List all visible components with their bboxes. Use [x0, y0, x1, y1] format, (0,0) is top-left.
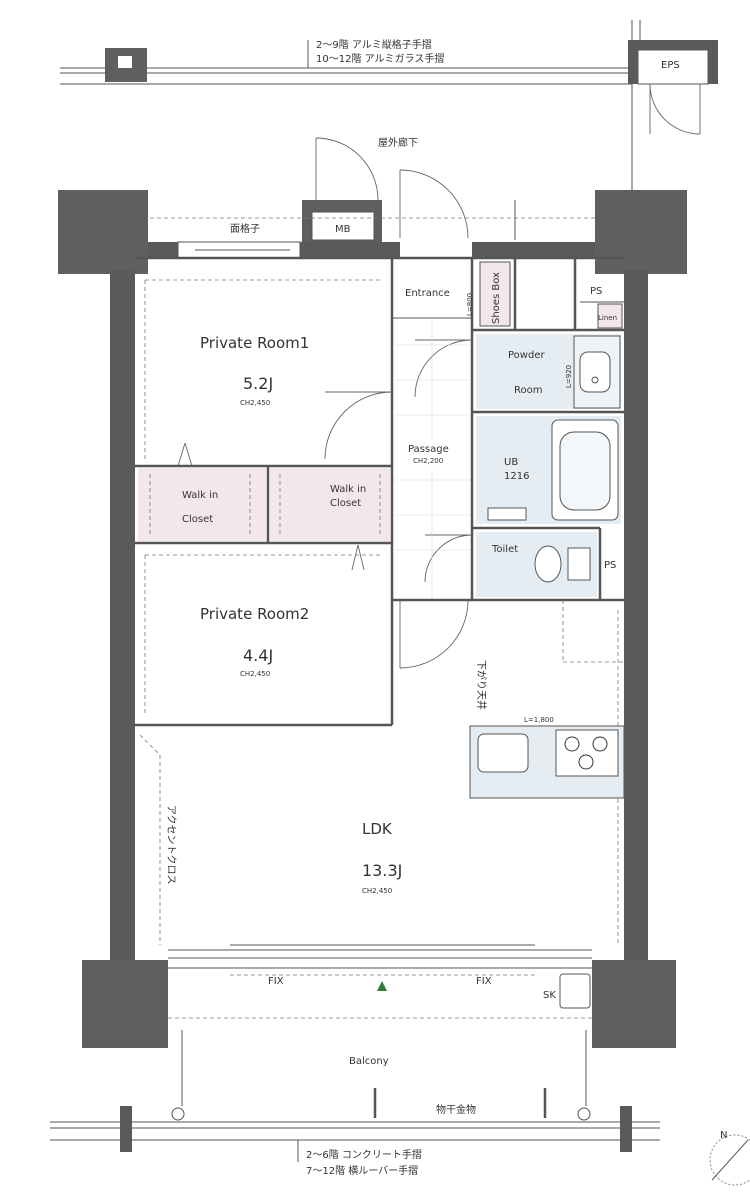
- entry-marker: [377, 981, 387, 991]
- ub-line2: 1216: [504, 471, 529, 482]
- sk-label: SK: [543, 990, 556, 1001]
- walkin1-line2: Closet: [182, 514, 213, 525]
- ps-side-label: PS: [604, 560, 616, 571]
- private-room2-size: 4.4J: [243, 646, 273, 665]
- private-room2-name: Private Room2: [200, 605, 309, 623]
- lower-railing: [50, 1121, 660, 1162]
- kitchen-dim: L=1,800: [524, 716, 554, 724]
- dashed-lines: [139, 279, 624, 945]
- corridor-doors: [315, 137, 516, 240]
- mb-label: MB: [335, 224, 351, 235]
- walkin2-line2: Closet: [330, 498, 361, 509]
- ldk-size: 13.3J: [362, 861, 402, 880]
- linen-cabinet: [597, 303, 623, 329]
- railing-upper-line2: 10～12階 アルミガラス手摺: [316, 52, 444, 65]
- linen-label: Linen: [598, 314, 617, 322]
- fix-right-label: FIX: [476, 976, 492, 987]
- ldk-ceiling: CH2,450: [362, 887, 392, 895]
- powder-dim: L=920: [565, 365, 573, 388]
- entrance-label: Entrance: [405, 288, 450, 299]
- lattice-label: 面格子: [230, 222, 260, 235]
- mb-box: [302, 200, 382, 242]
- shoes-box-label: Shoes Box: [491, 272, 502, 324]
- ub-line1: UB: [504, 457, 518, 468]
- powder-room: [476, 334, 621, 409]
- fix-left-label: FIX: [268, 976, 284, 987]
- walkin-closet-1: [138, 468, 266, 541]
- walkin2-line1: Walk in: [330, 484, 366, 495]
- compass-icon: [709, 1134, 750, 1186]
- ldk-name: LDK: [362, 820, 393, 838]
- interior-walls: [135, 256, 624, 727]
- shoes-box: [479, 261, 511, 327]
- toilet-room: [476, 532, 597, 597]
- powder-line1: Powder: [508, 350, 545, 361]
- railing-upper-line1: 2～9階 アルミ縦格子手摺: [316, 38, 432, 51]
- railing-lower-line2: 7～12階 横ルーバー手摺: [306, 1164, 418, 1177]
- lowered-ceiling-label: 下がり天井: [475, 660, 488, 710]
- unit-bath: [476, 416, 621, 524]
- eps-label: EPS: [661, 60, 680, 71]
- private-room2-ceiling: CH2,450: [240, 670, 270, 678]
- drying-hardware-label: 物干金物: [436, 1103, 476, 1116]
- walkin-closet-2: [270, 468, 390, 541]
- balcony-outline: [168, 1017, 592, 1121]
- toilet-label: Toilet: [491, 544, 518, 555]
- shoes-dim: L=800: [466, 293, 474, 316]
- upper-railing: [60, 40, 632, 85]
- private-room1-ceiling: CH2,450: [240, 399, 270, 407]
- outer-walls: [58, 190, 687, 1152]
- ps-top-label: PS: [590, 286, 602, 297]
- compass-label: N: [720, 1130, 727, 1141]
- corridor-label: 屋外廊下: [378, 136, 418, 149]
- passage-label: Passage: [408, 444, 449, 455]
- walkin1-line1: Walk in: [182, 490, 218, 501]
- passage-tiles: [395, 318, 470, 598]
- railing-lower-line1: 2～6階 コンクリート手摺: [306, 1148, 422, 1161]
- eps-box: [628, 20, 718, 190]
- accent-cloth-label: アクセントクロス: [165, 805, 177, 885]
- private-room1-name: Private Room1: [200, 334, 309, 352]
- balcony-label: Balcony: [349, 1056, 389, 1067]
- balcony-window: [168, 944, 592, 1009]
- private-room1-size: 5.2J: [243, 374, 273, 393]
- kitchen-counter: [469, 725, 625, 799]
- powder-line2: Room: [514, 385, 542, 396]
- passage-ceiling: CH2,200: [413, 457, 443, 465]
